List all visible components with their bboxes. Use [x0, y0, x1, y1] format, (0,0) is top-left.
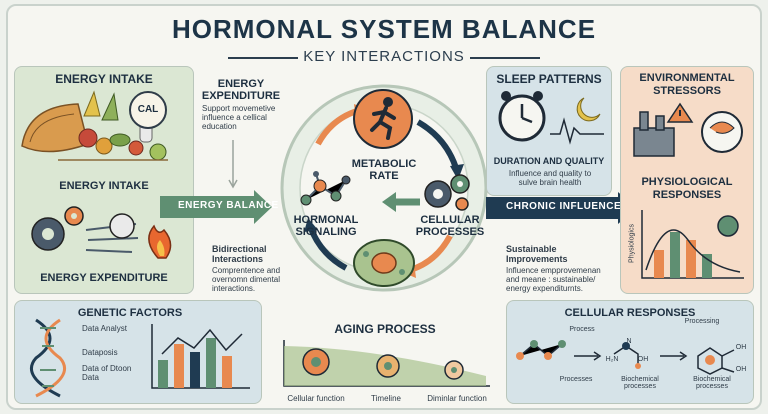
physiologics-axis-label: Physiologics — [628, 224, 636, 263]
energy-intake-title: ENERGY INTAKE — [55, 72, 153, 86]
chem-label-n: N — [626, 338, 632, 345]
sleep-patterns-panel — [486, 66, 612, 196]
physiological-response-chart — [641, 210, 744, 279]
cellular-label-biochemical-processes: Biochemical processes — [621, 376, 659, 390]
aging-label-timeline: Timeline — [371, 394, 401, 403]
cellular-label-biochemical-processes-2: Biochemical processes — [693, 376, 731, 390]
cellular-processes-label: CELLULAR PROCESSES — [415, 214, 485, 238]
dna-helix-icon — [30, 318, 66, 398]
energy-expenditure-label: ENERGY EXPENDITURE — [40, 272, 168, 284]
cellular-label-process: Process — [569, 326, 595, 333]
clock-and-moon-illustration — [498, 91, 604, 145]
cellular-label-processing: Processing — [684, 318, 720, 325]
sleep-patterns-title: SLEEP PATTERNS — [496, 72, 602, 86]
subtitle-rule-right — [470, 57, 540, 59]
bidirectional-note-title: Bidirectional Interactions — [212, 244, 267, 264]
energy-expenditure-note-text: Support movemetive influence a cellical … — [202, 104, 276, 131]
chem-label-oh-2: OH — [735, 344, 747, 351]
page-subtitle: KEY INTERACTIONS — [303, 48, 465, 65]
genetic-factors-panel — [14, 300, 262, 404]
metabolic-rate-label: METABOLIC RATE — [351, 158, 417, 182]
sleep-duration-quality-title: DURATION AND QUALITY — [493, 156, 605, 166]
energy-balance-label: ENERGY BALANCE — [178, 200, 279, 211]
energy-balance-arrow — [160, 190, 272, 224]
sustainable-note-text: Influence empprovemenan and meane : sust… — [506, 266, 601, 293]
chem-label-oh-1: OH — [637, 356, 649, 363]
genetic-item-3: Data of Dtoon Data — [82, 364, 132, 382]
genetic-item-2: Dataposis — [82, 348, 118, 357]
aging-label-cellular-function: Cellular function — [287, 394, 345, 403]
aging-label-diminlar-function: Diminlar function — [427, 394, 487, 403]
chronic-influence-arrow — [486, 192, 636, 224]
subtitle-rule-left — [228, 57, 298, 59]
sustainable-note-title: Sustainable Improvements — [506, 244, 568, 264]
gears-icon — [424, 174, 470, 211]
hormonal-signaling-label: HORMONAL SIGNALING — [293, 214, 359, 238]
chem-label-oh-3: OH — [735, 366, 747, 373]
gears-and-flame-illustration — [31, 206, 172, 259]
energy-intake-label: ENERGY INTAKE — [59, 180, 149, 192]
physiological-responses-title: PHYSIOLOGICAL RESPONSES — [641, 176, 733, 201]
aging-timeline-chart — [283, 340, 490, 387]
genetic-bar-chart — [151, 324, 250, 389]
aging-process-title: AGING PROCESS — [334, 322, 436, 336]
page-title: HORMONAL SYSTEM BALANCE — [171, 14, 597, 44]
sleep-description: Influence and quality to sulve brain hea… — [508, 169, 592, 187]
cal-icon — [129, 91, 167, 129]
cal-label: CAL — [137, 104, 159, 115]
cellular-label-processes: Processes — [559, 376, 593, 383]
genetic-item-1: Data Analyst — [82, 324, 127, 333]
biochemical-pathway-diagram — [516, 340, 735, 375]
energy-expenditure-note-title: ENERGY EXPENDITURE — [201, 78, 281, 102]
connector-line-vertical — [228, 140, 238, 189]
cell-icon — [353, 239, 415, 287]
cellular-responses-title: CELLULAR RESPONSES — [564, 307, 696, 319]
chem-label-h2n: H₂N — [605, 356, 619, 363]
environmental-stressors-title: ENVIRONMENTAL STRESSORS — [639, 72, 735, 97]
chronic-influence-label: CHRONIC INFLUENCE — [506, 201, 622, 212]
running-figure-icon — [353, 89, 413, 149]
bidirectional-note-text: Comprentence and overnomn dimental inter… — [212, 266, 281, 293]
genetic-factors-title: GENETIC FACTORS — [77, 307, 183, 319]
factory-and-brain-illustration — [633, 102, 743, 157]
molecule-icon — [300, 171, 351, 206]
food-cornucopia-illustration — [21, 90, 168, 161]
